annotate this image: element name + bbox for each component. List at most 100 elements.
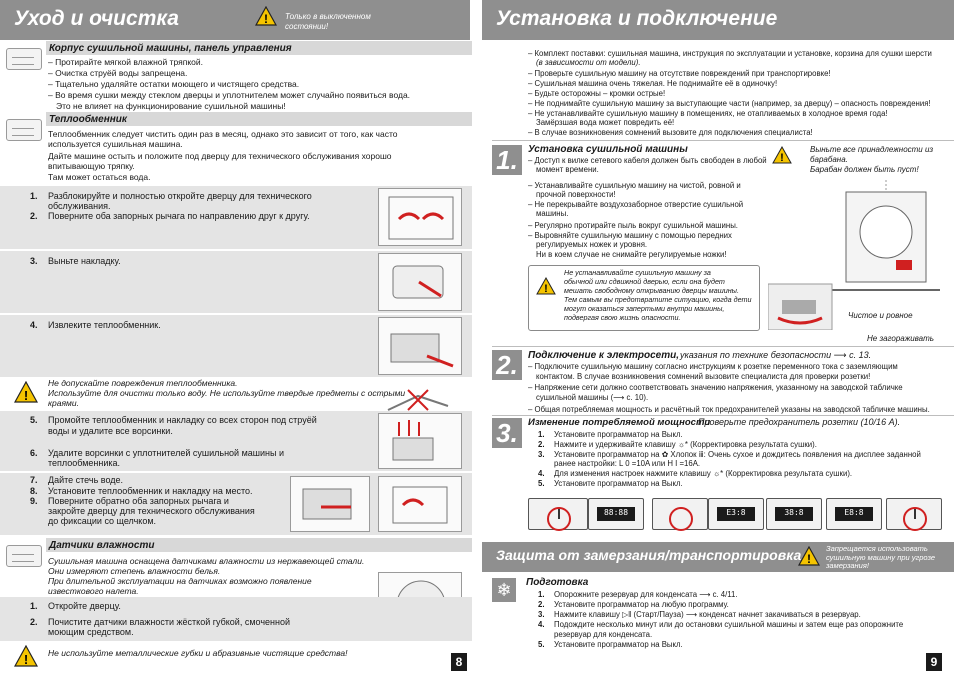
step-text: Установите теплообменник и накладку на м… bbox=[48, 486, 253, 496]
step-number: 3. bbox=[538, 610, 545, 619]
paragraph: впитывающую тряпку. bbox=[48, 161, 135, 171]
hand-icon bbox=[6, 119, 42, 141]
section-title-preparation: Подготовка bbox=[526, 577, 589, 588]
note-text: Выньте все принадлежности из барабана. bbox=[810, 145, 934, 164]
page-title: Установка и подключение bbox=[496, 7, 778, 30]
list-item: сушильной машины (⟶ с. 10). bbox=[536, 393, 649, 402]
list-item: – Общая потребляемая мощность и расчётны… bbox=[528, 405, 930, 414]
list-item: машины. bbox=[536, 209, 569, 218]
list-item: прочной поверхности! bbox=[536, 190, 616, 199]
power-off-note: Только в выключенном состоянии! bbox=[285, 12, 371, 31]
control-panel: 88:88 bbox=[588, 498, 644, 530]
step-number: 5. bbox=[538, 640, 545, 649]
control-panel bbox=[528, 498, 588, 531]
warning-icon: ! bbox=[255, 6, 277, 26]
display: E3:8 bbox=[717, 507, 755, 521]
step-number: 4. bbox=[30, 320, 38, 330]
caption: Не загораживать bbox=[867, 334, 935, 343]
warning-icon: ! bbox=[536, 277, 556, 295]
hand-icon bbox=[6, 545, 42, 567]
step-text: воды и удалите все ворсинки. bbox=[48, 426, 173, 436]
svg-text:!: ! bbox=[264, 12, 268, 26]
step-text: Опорожните резервуар для конденсата ⟶ с.… bbox=[554, 590, 738, 599]
step-badge: 1. bbox=[492, 145, 522, 175]
illustration-dryer-level bbox=[767, 180, 944, 331]
step-text: ранее настройки: L 0 =10A или H I =16A. bbox=[554, 459, 701, 468]
illustration-close bbox=[378, 476, 462, 532]
list-item: – Напряжение сети должно соответствовать… bbox=[528, 383, 903, 392]
step-text: закройте дверцу для технического обслужи… bbox=[48, 506, 255, 516]
section-bar bbox=[46, 112, 472, 126]
step-number: 6. bbox=[30, 448, 38, 458]
section-bar bbox=[46, 538, 472, 552]
warning-text: обычной или сдвижной дверью, если она бу… bbox=[564, 277, 725, 286]
step-number: 1. bbox=[30, 601, 38, 611]
illustration-cover bbox=[378, 253, 462, 311]
warning-text: подвергая свою жизнь опасности. bbox=[564, 313, 681, 322]
section-subtitle: указания по технике безопасности ⟶ с. 13… bbox=[680, 350, 872, 360]
step-number: 5. bbox=[30, 415, 38, 425]
section-title-install: Установка сушильной машины bbox=[528, 144, 688, 155]
list-item: Ни в коем случае не снимайте регулируемы… bbox=[536, 250, 727, 259]
step-number: 3. bbox=[538, 450, 545, 459]
step-number: 1. bbox=[538, 430, 545, 439]
step-text: обслуживания. bbox=[48, 201, 111, 211]
display: 88:88 bbox=[597, 507, 635, 521]
divider bbox=[492, 346, 954, 347]
step-number: 2. bbox=[30, 211, 38, 221]
display: E8:8 bbox=[835, 507, 873, 521]
caption: Чистое и ровное bbox=[848, 311, 913, 320]
gutter bbox=[472, 0, 482, 677]
section-title-power: Подключение к электросети, bbox=[528, 350, 680, 361]
section-title-body: Корпус сушильной машины, панель управлен… bbox=[49, 43, 292, 54]
frost-note: Запрещается использовать сушильную машин… bbox=[826, 544, 936, 571]
list-item: – В случае возникновения сомнений вызови… bbox=[528, 128, 813, 137]
step-number: 8. bbox=[30, 486, 38, 496]
step-number: 5. bbox=[538, 479, 545, 488]
step-row bbox=[0, 597, 472, 641]
header-bar bbox=[482, 0, 954, 40]
step-number: 2. bbox=[538, 440, 545, 449]
section-title-heat-exchanger: Теплообменник bbox=[49, 114, 127, 125]
paragraph: Там может остаться вода. bbox=[48, 172, 151, 182]
step-number: 1. bbox=[30, 191, 38, 201]
step-text: Почистите датчики влажности жёсткой губк… bbox=[48, 617, 291, 627]
section-title-sensors: Датчики влажности bbox=[49, 540, 155, 551]
svg-text:!: ! bbox=[544, 283, 548, 295]
step-text: Установите программатор на Выкл. bbox=[554, 430, 683, 439]
warning-text: могут оказаться запертыми внутри машины, bbox=[564, 304, 725, 313]
section-title-frost: Защита от замерзания/транспортировка bbox=[496, 547, 802, 563]
list-item: – Будьте осторожны – кромки острые! bbox=[528, 89, 666, 98]
display: 38:8 bbox=[775, 507, 813, 521]
illustration-exchanger bbox=[378, 317, 462, 375]
control-panel: E3:8 bbox=[708, 498, 764, 530]
step-text: до фиксации со щелчком. bbox=[48, 516, 157, 526]
list-item: Замёрзшая вода может повредить её! bbox=[536, 118, 675, 127]
step-text: Установите программатор на ✿ Хлопок ⅲ: О… bbox=[554, 450, 921, 459]
hand-icon bbox=[6, 48, 42, 70]
warning-text: Тем самым вы предотвратите ситуацию, ког… bbox=[564, 295, 752, 304]
warning-icon: ! bbox=[772, 146, 792, 164]
paragraph: Сушильная машина оснащена датчиками влаж… bbox=[48, 556, 365, 566]
step-text: Удалите ворсинки с уплотнителей сушильно… bbox=[48, 448, 284, 458]
step-text: Установите программатор на Выкл. bbox=[554, 640, 683, 649]
list-item: – Очистка струёй воды запрещена. bbox=[48, 68, 188, 78]
page-number: 8 bbox=[451, 653, 467, 671]
step-text: Нажмите клавишу ▷‖ (Старт/Пауза) ⟶ конде… bbox=[554, 610, 861, 619]
svg-text:!: ! bbox=[24, 652, 28, 667]
warning-icon: ! bbox=[14, 645, 38, 667]
illustration-insert bbox=[290, 476, 370, 532]
list-item: Это не влияет на функционирование сушиль… bbox=[56, 101, 286, 111]
illustration-wash bbox=[378, 413, 462, 469]
control-panel bbox=[886, 498, 942, 531]
step-text: Установите программатор на Выкл. bbox=[554, 479, 683, 488]
step-number: 3. bbox=[30, 256, 38, 266]
list-item: – Выровняйте сушильную машину с помощью … bbox=[528, 231, 732, 240]
step-text: Для изменения настроек нажмите клавишу ☼… bbox=[554, 469, 853, 478]
step-text: Установите программатор на любую програм… bbox=[554, 600, 729, 609]
step-text: Поверните оба запорных рычага по направл… bbox=[48, 211, 310, 221]
illustration-door bbox=[378, 188, 462, 246]
step-number: 2. bbox=[30, 617, 38, 627]
step-number: 4. bbox=[538, 469, 545, 478]
warning-icon: ! bbox=[798, 546, 820, 566]
